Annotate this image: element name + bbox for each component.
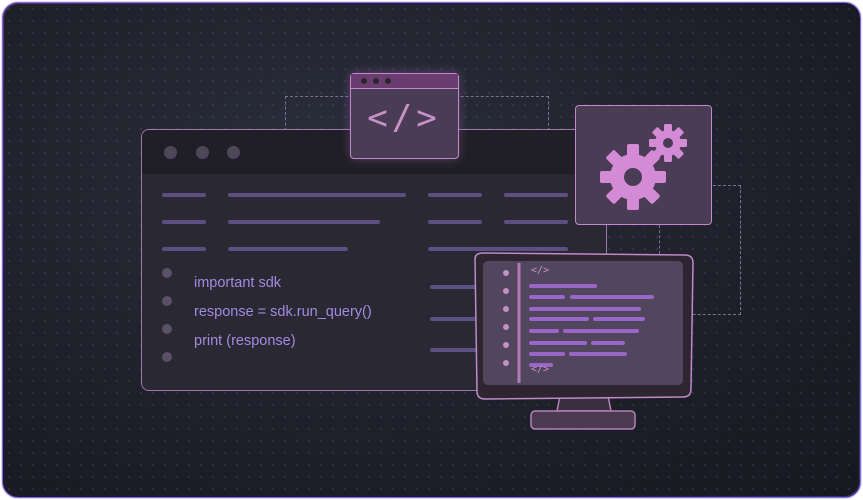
code-symbol-window: </>	[350, 73, 459, 159]
code-icon: </>	[367, 98, 441, 138]
placeholder-line	[228, 193, 406, 197]
line-bullet	[162, 268, 172, 278]
placeholder-line	[430, 317, 480, 321]
placeholder-line	[430, 285, 480, 289]
placeholder-line	[504, 220, 568, 224]
placeholder-line	[428, 247, 568, 251]
line-bullet	[162, 324, 172, 334]
code-tag-bottom: </>	[531, 364, 550, 375]
window-dot-icon	[385, 78, 391, 84]
code-window-title-bar	[351, 74, 458, 89]
placeholder-line	[504, 193, 568, 197]
gears-icon	[600, 124, 687, 210]
line-bullet	[162, 352, 172, 362]
dashed-connector-vertical	[659, 225, 660, 259]
placeholder-line	[162, 220, 206, 224]
placeholder-line	[228, 247, 348, 251]
placeholder-line	[162, 247, 206, 251]
window-dot-icon	[373, 78, 379, 84]
code-line: print (response)	[194, 333, 296, 349]
window-dot-icon	[361, 78, 367, 84]
code-tag-top: </>	[531, 265, 550, 276]
code-line: response = sdk.run_query()	[194, 304, 372, 320]
window-dot-icon	[164, 146, 177, 159]
monitor: </> </>	[473, 251, 695, 437]
placeholder-line	[428, 220, 482, 224]
code-line: important sdk	[194, 275, 282, 291]
placeholder-line	[228, 220, 380, 224]
placeholder-line	[430, 348, 480, 352]
monitor-icon	[474, 252, 694, 430]
window-dot-icon	[227, 146, 240, 159]
window-dot-icon	[196, 146, 209, 159]
placeholder-line	[162, 193, 206, 197]
line-bullet	[162, 296, 172, 306]
placeholder-line	[428, 193, 482, 197]
settings-panel	[575, 105, 712, 225]
